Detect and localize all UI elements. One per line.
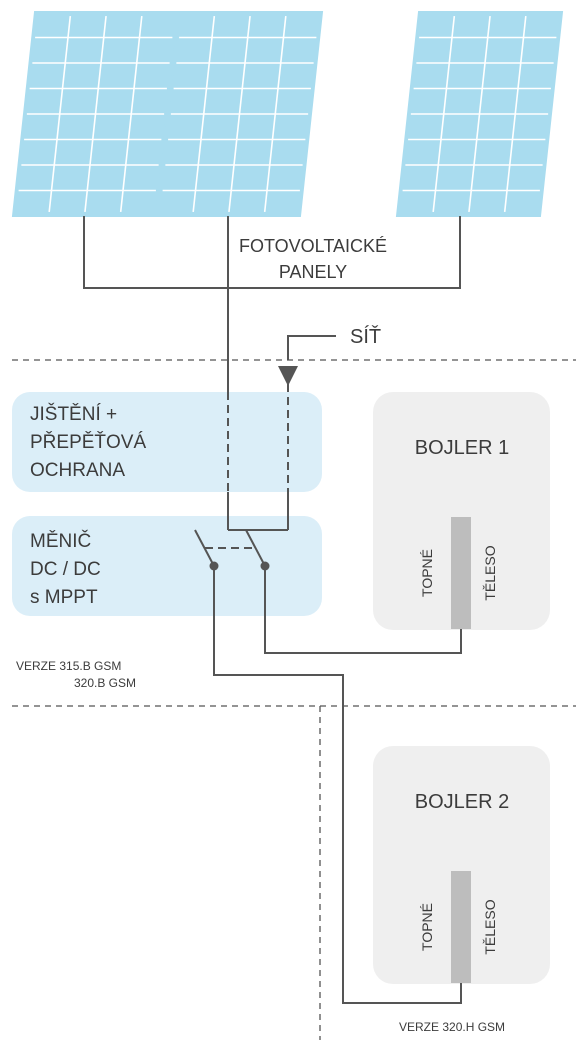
solar-panel-1	[11, 11, 180, 217]
dashed-wires	[205, 384, 289, 549]
panel-bus-wire	[83, 216, 461, 289]
switch-blade-right	[245, 529, 266, 567]
protection-box	[12, 392, 322, 492]
boiler-1-box	[373, 392, 550, 630]
boiler-2-heating-element	[451, 871, 471, 983]
boiler-2-title: BOJLER 2	[415, 791, 509, 813]
panels-label-line2: PANELY	[279, 262, 347, 282]
solar-panel-3	[395, 11, 564, 217]
version-left-line1: VERZE 315.B GSM	[16, 659, 121, 673]
converter-label-line2: DC / DC	[30, 559, 101, 580]
switch-blade-left	[194, 529, 215, 567]
protection-label-line2: PŘEPĚŤOVÁ	[30, 431, 146, 453]
switch-contact-dot-right	[260, 561, 270, 571]
grid-arrow-icon	[278, 366, 298, 386]
panels-label-line1: FOTOVOLTAICKÉ	[239, 236, 387, 256]
boiler-2-element-label-right: TĚLESO	[482, 899, 498, 954]
boiler-1-title: BOJLER 1	[415, 437, 509, 459]
grid-feed-wire	[287, 335, 336, 360]
version-bottom: VERZE 320.H GSM	[399, 1020, 505, 1034]
protection-label-line3: OCHRANA	[30, 460, 125, 481]
converter-label-line1: MĚNIČ	[30, 530, 91, 552]
solar-panel-2	[155, 11, 324, 217]
boiler-2-box	[373, 746, 550, 984]
solar-panels	[11, 11, 564, 217]
wires	[83, 216, 462, 1004]
boiler-1-heating-element	[451, 517, 471, 629]
grid-label: SÍŤ	[350, 325, 381, 348]
version-left-line2: 320.B GSM	[74, 676, 136, 690]
boiler-1-element-label-left: TOPNÉ	[419, 549, 435, 597]
boiler-1-element-label-right: TĚLESO	[482, 545, 498, 600]
boiler-1-wire	[264, 566, 462, 654]
converter-box	[12, 516, 322, 616]
converter-label-line3: s MPPT	[30, 587, 98, 608]
boiler-2-element-label-left: TOPNÉ	[419, 903, 435, 951]
boiler-2-wire	[213, 566, 462, 1004]
protection-label-line1: JIŠTĚNÍ +	[30, 403, 117, 425]
switch-contact-dot-left	[209, 561, 219, 571]
